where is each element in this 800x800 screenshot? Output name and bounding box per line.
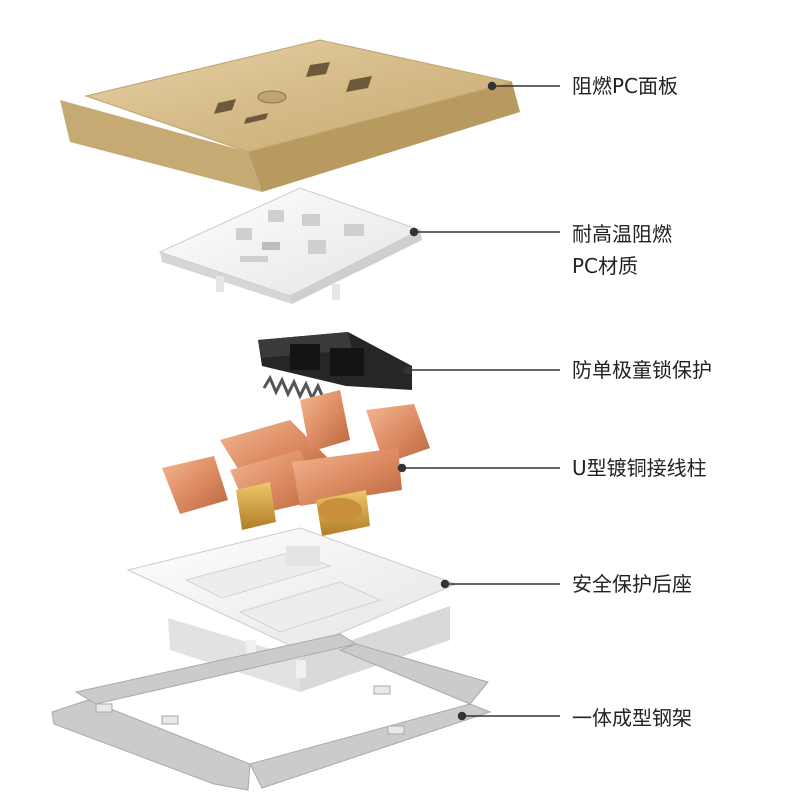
gold-panel — [60, 39, 520, 192]
leader-dot-panel — [487, 81, 497, 91]
copper-terminals — [162, 390, 430, 536]
leader-dot-shutter — [403, 365, 413, 375]
leader-dot-base — [440, 579, 450, 589]
leader-lines — [397, 81, 560, 721]
callout-insulator: 耐高温阻燃 PC材质 — [572, 218, 672, 282]
steel-frame — [51, 633, 492, 791]
callout-panel: 阻燃PC面板 — [572, 74, 679, 98]
leader-dot-frame — [457, 711, 467, 721]
leader-dot-insulator — [409, 227, 419, 237]
safety-back-base — [126, 527, 458, 692]
callout-terminal: U型镀铜接线柱 — [572, 456, 707, 480]
callout-shutter: 防单极童锁保护 — [572, 358, 712, 382]
leader-dot-terminal — [397, 463, 407, 473]
callout-base: 安全保护后座 — [572, 572, 692, 596]
callout-insulator-line-2: PC材质 — [572, 254, 639, 278]
insulator-plate — [158, 187, 422, 304]
callout-frame: 一体成型钢架 — [572, 706, 692, 730]
child-lock-shutter — [258, 332, 412, 402]
callout-insulator-line-1: 耐高温阻燃 — [572, 222, 672, 246]
